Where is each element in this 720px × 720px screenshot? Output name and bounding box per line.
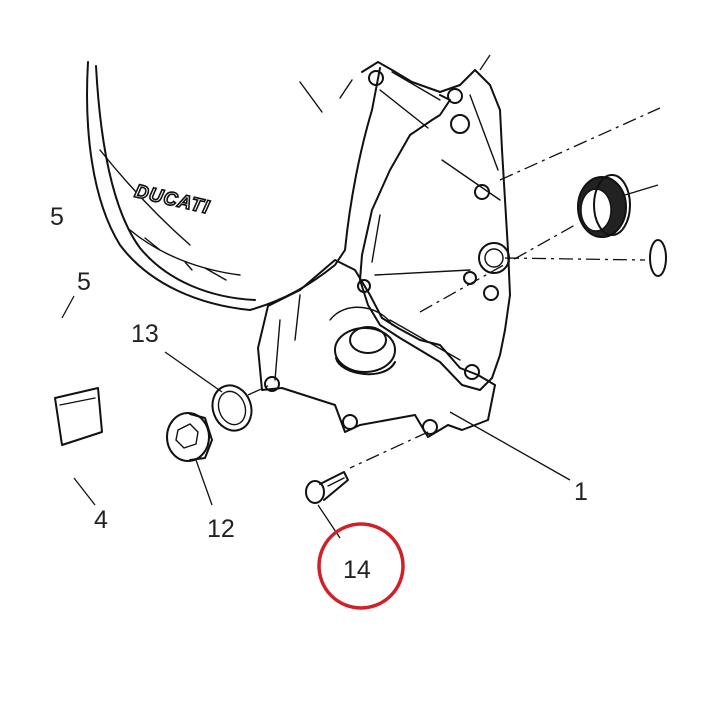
leader-lines [61, 54, 659, 539]
gasket-bolt-holes [264, 376, 438, 435]
central-bearing-boss [334, 326, 396, 376]
callout-5: 5 [77, 268, 91, 296]
callout-5-cut: 5 [50, 203, 64, 231]
ducati-logo: DUCATI [132, 180, 213, 219]
svg-text:DUCATI: DUCATI [133, 181, 212, 219]
side-panel-fragment [54, 387, 103, 446]
callout-13: 13 [131, 320, 159, 348]
o-ring-13 [211, 384, 253, 432]
callout-14: 14 [343, 556, 371, 584]
oil-seal [577, 174, 631, 238]
plug-12 [166, 412, 213, 462]
callout-12: 12 [207, 515, 235, 543]
clutch-cover [357, 61, 511, 391]
callout-labels: 1 4 5 5 12 13 14 [50, 203, 588, 584]
cover-gasket [257, 259, 496, 438]
highlight-circle [317, 522, 405, 610]
screw-14 [305, 471, 349, 504]
callout-4: 4 [94, 506, 108, 534]
engine-cover [86, 61, 381, 311]
o-ring-right [649, 239, 667, 277]
assembly-axes [247, 107, 661, 469]
callout-1: 1 [574, 478, 588, 506]
